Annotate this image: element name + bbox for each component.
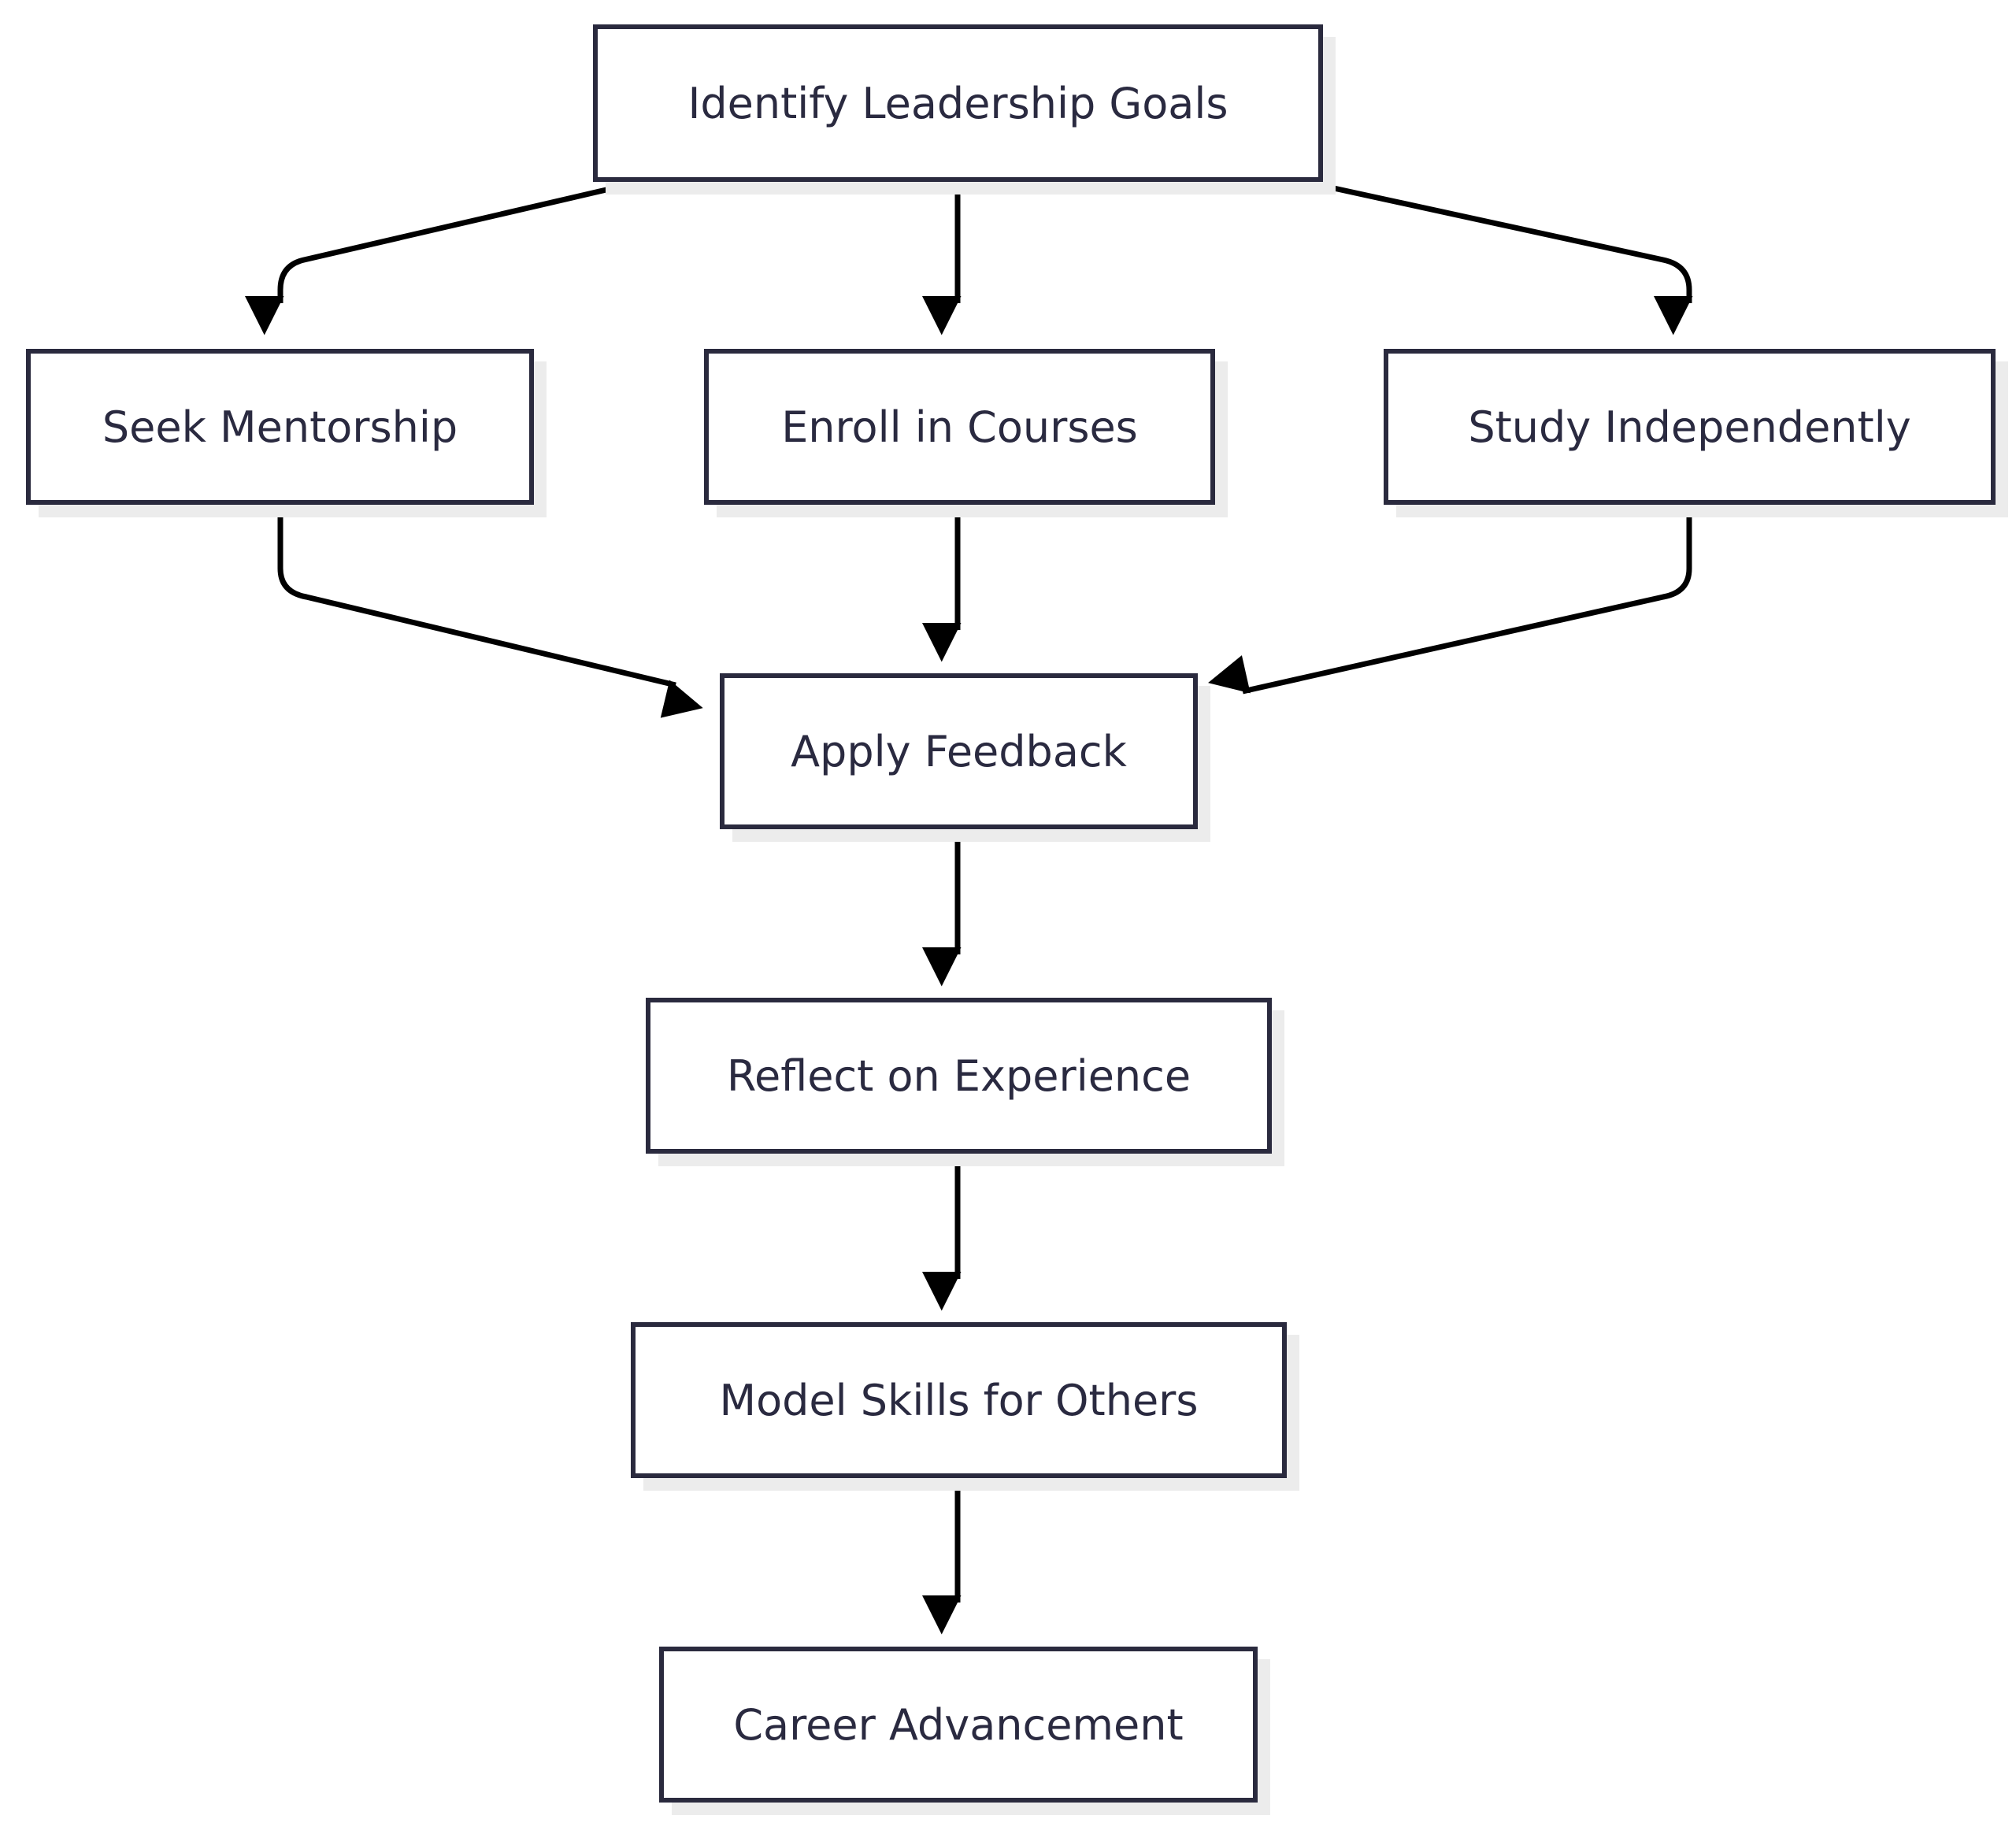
node-model-skills-for-others: Model Skills for Others	[631, 1322, 1287, 1478]
edge-seek-apply	[277, 504, 703, 718]
node-label: Reflect on Experience	[726, 1050, 1191, 1101]
node-label: Identify Leadership Goals	[687, 78, 1228, 128]
edge-identify-study	[1304, 179, 1693, 335]
node-career-advancement: Career Advancement	[659, 1647, 1258, 1803]
node-label: Enroll in Courses	[781, 402, 1138, 452]
node-enroll-in-courses: Enroll in Courses	[704, 349, 1215, 505]
node-identify-leadership-goals: Identify Leadership Goals	[593, 24, 1323, 182]
edge-identify-seek	[245, 179, 641, 335]
edge-study-apply	[1208, 504, 1692, 695]
node-apply-feedback: Apply Feedback	[720, 673, 1198, 829]
node-label: Seek Mentorship	[102, 402, 458, 452]
node-label: Study Independently	[1468, 402, 1911, 452]
node-seek-mentorship: Seek Mentorship	[26, 349, 534, 505]
node-label: Career Advancement	[733, 1699, 1184, 1750]
node-label: Model Skills for Others	[719, 1375, 1199, 1425]
node-label: Apply Feedback	[791, 726, 1127, 776]
node-study-independently: Study Independently	[1384, 349, 1996, 505]
node-reflect-on-experience: Reflect on Experience	[646, 998, 1272, 1154]
